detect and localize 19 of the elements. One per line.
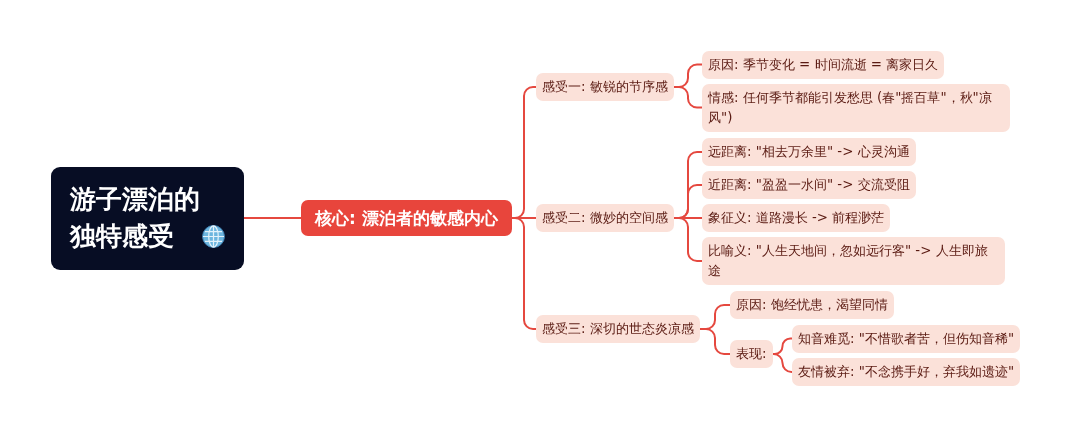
root-topic-text: 游子漂泊的独特感受 — [70, 183, 200, 253]
subtopic: 感受一: 敏锐的节序感 — [536, 73, 674, 101]
subtopic: 远距离: "相去万余里" -> 心灵沟通 — [702, 138, 916, 166]
subtopic: 友情被弃: "不念携手好，弃我如遗迹" — [792, 358, 1021, 386]
subtopic: 原因: 季节变化 = 时间流逝 = 离家日久 — [702, 50, 945, 79]
subtopic: 感受二: 微妙的空间感 — [536, 204, 674, 232]
subtopic: 表现: — [730, 340, 773, 368]
subtopic: 近距离: "盈盈一水间" -> 交流受阻 — [702, 171, 916, 199]
subtopic: 比喻义: "人生天地间，忽如远行客" -> 人生即旅途 — [702, 237, 1005, 285]
subtopic: 知音难觅: "不惜歌者苦，但伤知音稀" — [792, 324, 1021, 353]
subtopic: 感受三: 深切的世态炎凉感 — [536, 315, 700, 343]
subtopic: 原因: 饱经忧患，渴望同情 — [730, 291, 894, 319]
connector-line — [772, 353, 793, 373]
connector-line — [699, 328, 731, 355]
subtopic: 象征义: 道路漫长 -> 前程渺茫 — [702, 204, 891, 232]
central-topic: 核心: 漂泊者的敏感内心 — [301, 200, 512, 236]
subtopic: 情感: 任何季节都能引发愁思 (春"摇百草"，秋"凉风") — [702, 83, 1010, 132]
connector-line — [243, 217, 302, 219]
root-topic-box — [51, 166, 244, 270]
